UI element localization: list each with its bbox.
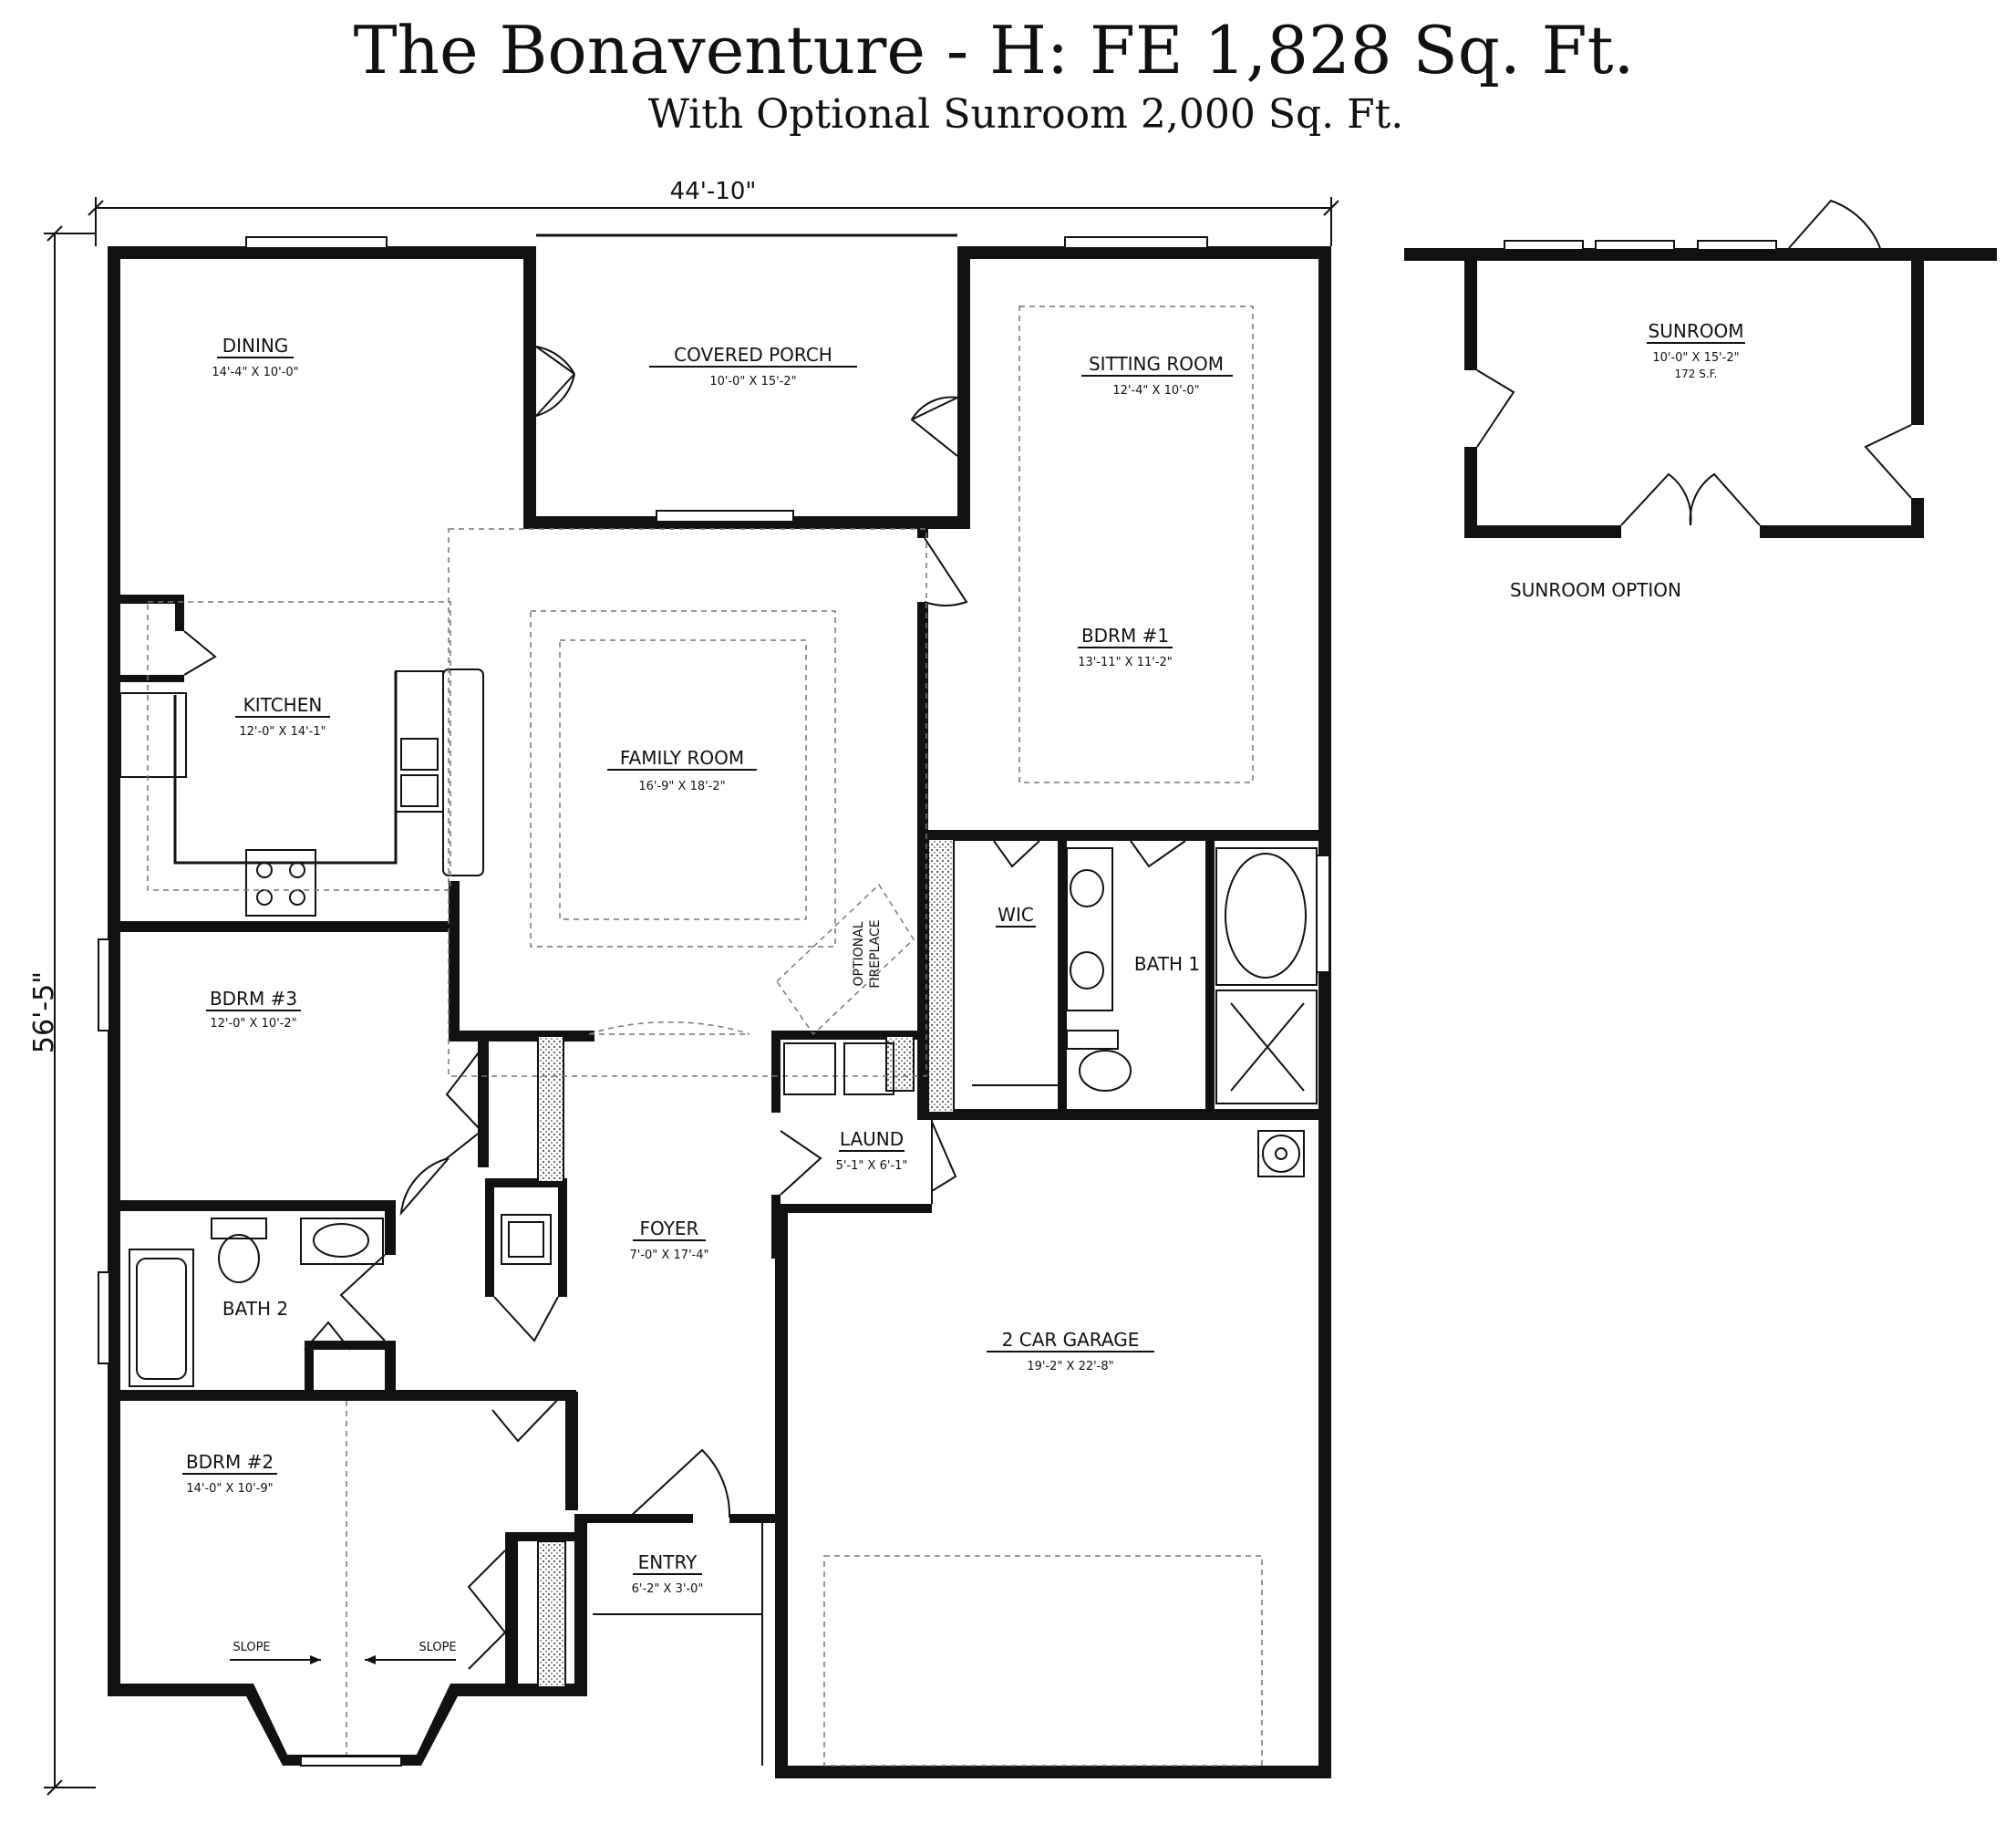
chase-wall-wic	[927, 838, 955, 1114]
room-entry: ENTRY 6'-2" X 3'-0"	[632, 1551, 704, 1596]
room-sitting-room: SITTING ROOM 12'-4" X 10'-0"	[1081, 353, 1233, 398]
fixtures	[119, 306, 1318, 1767]
plan-subtitle: With Optional Sunroom 2,000 Sq. Ft.	[648, 91, 1404, 138]
windows	[98, 236, 1330, 1767]
room-wic: WIC	[996, 904, 1036, 928]
optional-fireplace: OPTIONAL FIREPLACE	[852, 919, 883, 988]
room-family-room-size: 16'-9" X 18'-2"	[638, 780, 725, 793]
chase-wall-foyer	[537, 1035, 564, 1183]
room-kitchen: KITCHEN 12'-0" X 14'-1"	[235, 694, 330, 739]
room-bdrm2-size: 14'-0" X 10'-9"	[186, 1482, 273, 1496]
depth-dimension: 56'-5"	[28, 225, 96, 1796]
room-garage: 2 CAR GARAGE 19'-2" X 22'-8"	[987, 1329, 1154, 1373]
room-kitchen-name: KITCHEN	[243, 694, 323, 716]
room-bdrm2-name: BDRM #2	[186, 1451, 274, 1473]
room-bdrm3: BDRM #3 12'-0" X 10'-2"	[206, 988, 301, 1031]
room-garage-name: 2 CAR GARAGE	[1002, 1329, 1140, 1351]
room-wic-name: WIC	[998, 904, 1034, 926]
room-laund-name: LAUND	[840, 1128, 904, 1150]
room-covered-porch-size: 10'-0" X 15'-2"	[709, 375, 796, 389]
room-covered-porch: COVERED PORCH 10'-0" X 15'-2"	[649, 344, 857, 389]
room-sitting-room-name: SITTING ROOM	[1089, 353, 1224, 375]
sunroom-size: 10'-0" X 15'-2"	[1652, 351, 1739, 365]
room-bdrm1: BDRM #1 13'-11" X 11'-2"	[1078, 625, 1173, 669]
room-bath2: BATH 2	[222, 1298, 288, 1320]
plan-title: The Bonaventure - H: FE 1,828 Sq. Ft.	[354, 12, 1635, 88]
room-dining-name: DINING	[222, 335, 289, 357]
room-kitchen-size: 12'-0" X 14'-1"	[239, 725, 326, 739]
width-dimension-label: 44'-10"	[670, 178, 757, 205]
room-entry-name: ENTRY	[638, 1551, 698, 1573]
width-dimension: 44'-10"	[88, 178, 1339, 246]
sunroom-option-caption: SUNROOM OPTION	[1510, 579, 1681, 601]
sunroom-area: 172 S.F.	[1675, 368, 1718, 380]
depth-dimension-label: 56'-5"	[28, 971, 60, 1053]
room-foyer-size: 7'-0" X 17'-4"	[629, 1249, 708, 1262]
chase-wall-laund	[885, 1035, 915, 1092]
room-bdrm1-size: 13'-11" X 11'-2"	[1078, 656, 1173, 669]
room-foyer-name: FOYER	[640, 1218, 699, 1239]
room-foyer: FOYER 7'-0" X 17'-4"	[629, 1218, 708, 1262]
room-family-room: FAMILY ROOM 16'-9" X 18'-2"	[607, 747, 757, 793]
room-dining-size: 14'-4" X 10'-0"	[212, 366, 298, 379]
sunroom-option: SUNROOM 10'-0" X 15'-2" 172 S.F. SUNROOM…	[1404, 199, 1997, 601]
room-bath2-name: BATH 2	[222, 1298, 288, 1320]
slope-label-right: SLOPE	[419, 1641, 456, 1654]
room-bath1-name: BATH 1	[1134, 953, 1200, 975]
room-bath1: BATH 1	[1134, 953, 1200, 975]
room-entry-size: 6'-2" X 3'-0"	[632, 1582, 704, 1596]
optional-fireplace-line1: OPTIONAL	[852, 921, 866, 986]
room-laund-size: 5'-1" X 6'-1"	[836, 1159, 908, 1173]
room-sitting-room-size: 12'-4" X 10'-0"	[1112, 384, 1199, 398]
room-bdrm1-name: BDRM #1	[1081, 625, 1169, 647]
room-bdrm2: BDRM #2 14'-0" X 10'-9" SLOPE SLOPE	[182, 1451, 457, 1654]
room-laund: LAUND 5'-1" X 6'-1"	[836, 1128, 908, 1173]
room-covered-porch-name: COVERED PORCH	[674, 344, 832, 366]
room-dining: DINING 14'-4" X 10'-0"	[212, 335, 298, 379]
slope-label-left: SLOPE	[233, 1641, 270, 1654]
room-family-room-name: FAMILY ROOM	[620, 747, 744, 769]
sunroom-name: SUNROOM	[1649, 320, 1744, 342]
interior-walls	[120, 529, 1318, 1687]
room-garage-size: 19'-2" X 22'-8"	[1027, 1360, 1113, 1373]
doors	[183, 346, 1186, 1670]
chase-wall-bdrm2	[537, 1540, 566, 1688]
room-bdrm3-name: BDRM #3	[210, 988, 297, 1010]
optional-fireplace-line2: FIREPLACE	[868, 919, 883, 988]
room-bdrm3-size: 12'-0" X 10'-2"	[210, 1017, 296, 1031]
